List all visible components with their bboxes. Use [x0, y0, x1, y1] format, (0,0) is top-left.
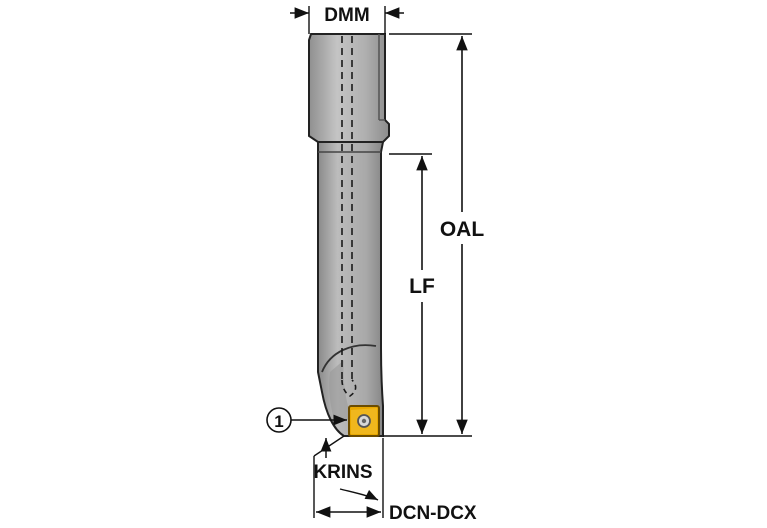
callout-1-label: 1	[274, 412, 283, 431]
krins-arc	[339, 488, 379, 501]
oal-label: OAL	[440, 218, 485, 241]
dmm-label: DMM	[324, 5, 369, 26]
coolant-outlet	[341, 379, 357, 397]
head-shadow	[329, 360, 352, 420]
tool-shank	[308, 33, 390, 143]
dcn-dcx-label: DCN-DCX	[389, 503, 477, 523]
tool-neck	[317, 141, 385, 437]
lf-label: LF	[409, 275, 435, 298]
krins-label: KRINS	[313, 462, 372, 483]
insert-screw-center	[361, 418, 367, 424]
head-contour	[321, 344, 377, 373]
krins-ext-line	[313, 435, 345, 457]
